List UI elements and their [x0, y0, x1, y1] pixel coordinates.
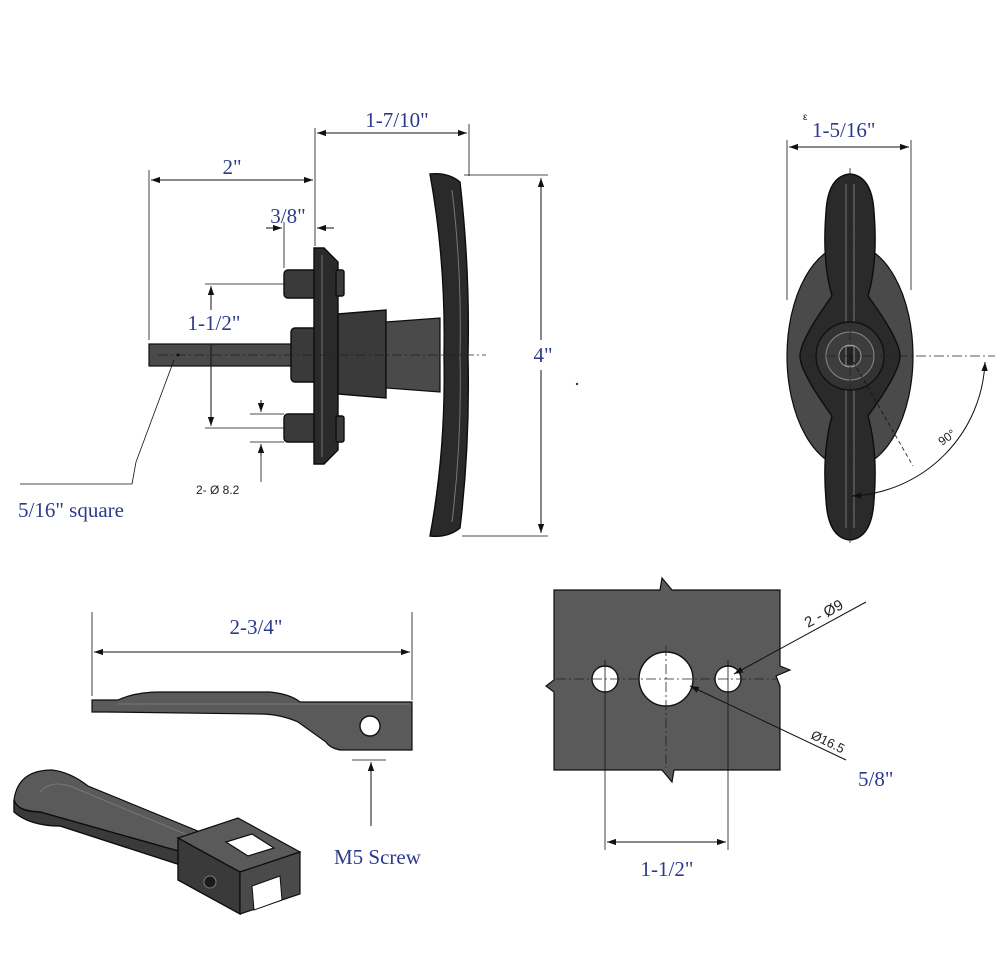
- dim-flange: 3/8": [270, 204, 305, 228]
- lever-screw-hole: [359, 715, 381, 737]
- note-lever-screw: M5 Screw: [334, 845, 422, 869]
- tiny-mark: ε: [803, 112, 808, 123]
- note-plate-small-holes: 2 - Ø9: [802, 596, 847, 631]
- upper-pin: [283, 269, 319, 299]
- cutout-plate-view: 1-1/2" 2 - Ø9 Ø16.5 5/8": [545, 576, 893, 881]
- dim-front-width: 1-5/16": [812, 118, 875, 142]
- dim-hole-spacing: 1-1/2": [188, 311, 241, 335]
- dim-lever-length: 2-3/4": [230, 615, 283, 639]
- lever-side-profile: [91, 691, 413, 751]
- side-view: 2" 1-7/10" 3/8" 1-1/2" 2- Ø 8.2 4": [18, 108, 579, 538]
- dim-plate-hole-spacing: 1-1/2": [641, 857, 694, 881]
- dim-depth: 1-7/10": [365, 108, 428, 132]
- lock-body: [337, 309, 387, 399]
- mounting-flange: [313, 247, 339, 465]
- lever-view: 2-3/4" M5 Screw: [13, 612, 422, 916]
- note-screw-holes: 2- Ø 8.2: [196, 483, 240, 497]
- dim-height: 4": [533, 343, 552, 367]
- front-view: 1-5/16" ε 90°: [786, 112, 995, 545]
- lower-pin: [283, 413, 319, 443]
- dim-rotation: 90°: [936, 426, 959, 448]
- lever-isometric: [13, 769, 302, 916]
- note-shaft-square: 5/16" square: [18, 498, 124, 522]
- dim-plate-center-offset: 5/8": [858, 767, 893, 791]
- dim-shaft-length: 2": [222, 155, 241, 179]
